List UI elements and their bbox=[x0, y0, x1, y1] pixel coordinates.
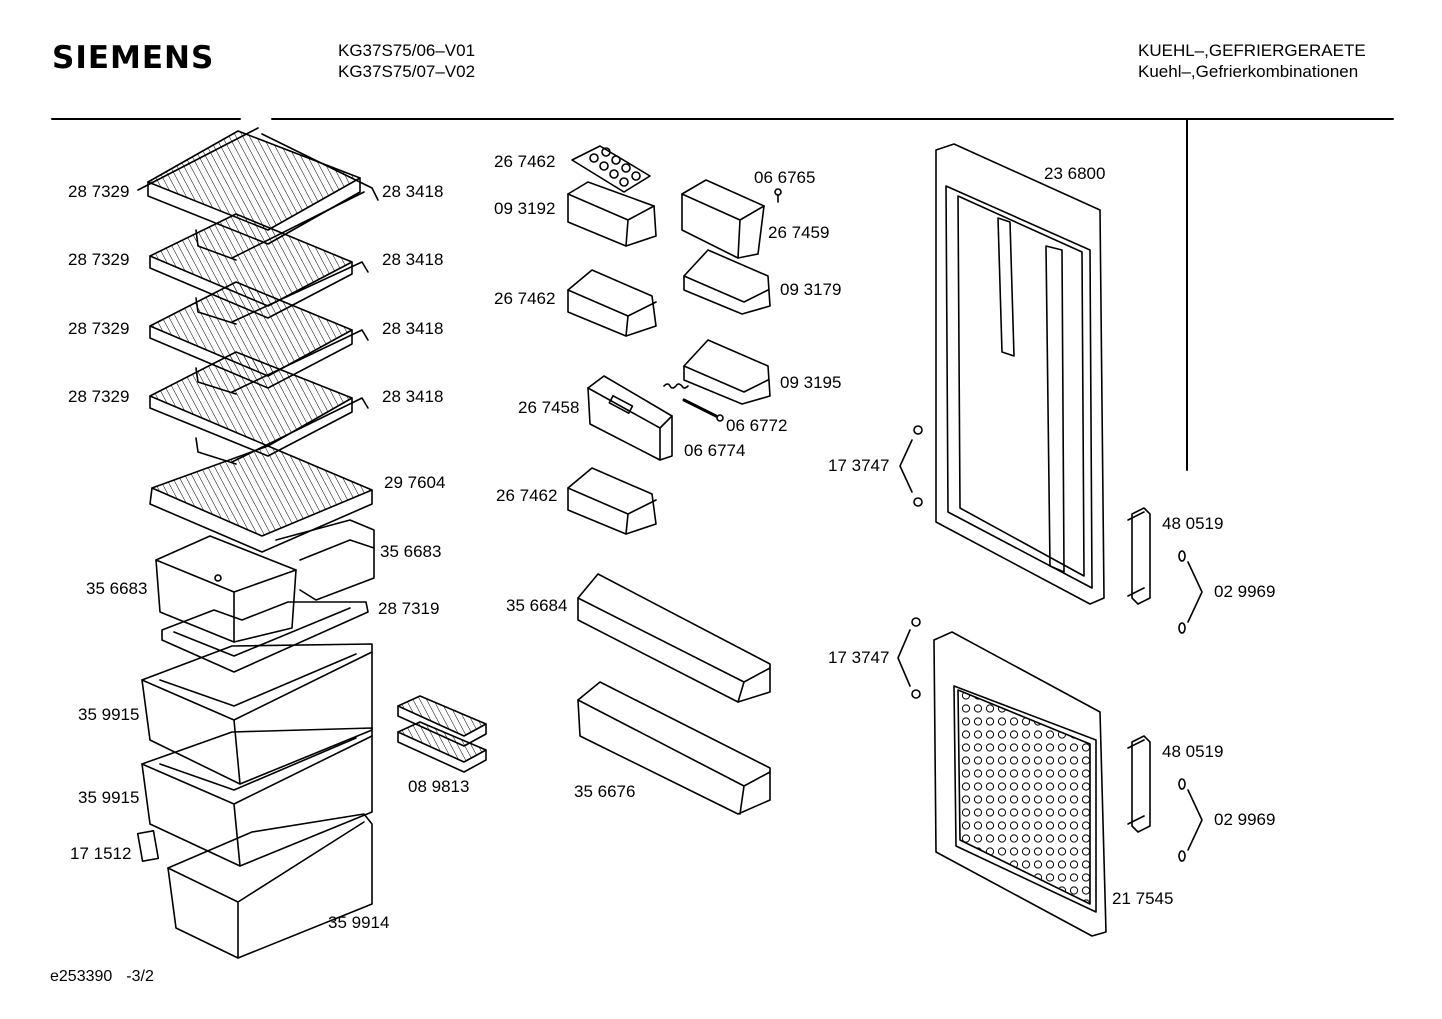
hinge-lower bbox=[1127, 735, 1151, 833]
label-drawer-cover: 28 7319 bbox=[378, 599, 440, 618]
brand-logo: SIEMENS bbox=[52, 40, 215, 76]
caps-lower bbox=[1178, 778, 1203, 862]
door-tray-1 bbox=[567, 269, 657, 337]
shelf-4 bbox=[149, 351, 369, 465]
label-spring: 06 6774 bbox=[684, 441, 746, 460]
label-small-drawer-left: 35 6683 bbox=[86, 579, 148, 598]
crisper-1 bbox=[141, 643, 373, 785]
bottom-shelf bbox=[149, 445, 373, 553]
bottle-rack-upper bbox=[577, 573, 771, 703]
category-line-1: KUEHL–,GEFRIERGERAETE bbox=[1138, 41, 1366, 60]
label-clip: 17 1512 bbox=[70, 844, 132, 863]
label-door-tray-1: 26 7462 bbox=[494, 289, 556, 308]
egg-tray bbox=[571, 145, 651, 193]
label-shelf-frame-3: 28 7329 bbox=[68, 319, 130, 338]
label-egg-tray: 26 7462 bbox=[494, 152, 556, 171]
label-door-tray-2: 26 7462 bbox=[496, 486, 558, 505]
label-small-drawer-right: 35 6683 bbox=[380, 542, 442, 561]
label-shelf-frame-1: 28 7329 bbox=[68, 182, 130, 201]
fridge-door-screws bbox=[899, 425, 923, 507]
drawing-id: e253390 bbox=[50, 968, 113, 985]
label-shelf-trim-1: 28 3418 bbox=[382, 182, 444, 201]
bottle-rack-lower bbox=[577, 681, 771, 815]
label-door-tray-4: 09 3195 bbox=[780, 373, 842, 392]
door-tray-4 bbox=[683, 339, 771, 405]
door-tray-3 bbox=[683, 249, 771, 315]
model-number-1: KG37S75/06–V01 bbox=[338, 41, 476, 60]
label-fridge-door: 23 6800 bbox=[1044, 164, 1106, 183]
label-shelf-trim-3: 28 3418 bbox=[382, 319, 444, 338]
small-drawer-right bbox=[275, 519, 375, 601]
dairy-box bbox=[681, 179, 765, 259]
screw-small bbox=[774, 188, 782, 203]
caps-upper bbox=[1178, 550, 1203, 634]
label-caps-lower: 02 9969 bbox=[1214, 810, 1276, 829]
model-number-2: KG37S75/07–V02 bbox=[338, 62, 476, 81]
door-tray-2 bbox=[567, 467, 657, 535]
label-shelf-trim-2: 28 3418 bbox=[382, 250, 444, 269]
freezer-drawer bbox=[167, 813, 373, 959]
crisper-2 bbox=[141, 727, 373, 867]
label-ice-tray: 08 9813 bbox=[408, 777, 470, 796]
label-hinge-upper: 48 0519 bbox=[1162, 514, 1224, 533]
category-line-2: Kuehl–,Gefrierkombinationen bbox=[1138, 62, 1359, 81]
label-screws-upper: 17 3747 bbox=[828, 456, 890, 475]
dairy-flap bbox=[587, 375, 673, 461]
label-pin: 06 6772 bbox=[726, 416, 788, 435]
label-freezer-door: 21 7545 bbox=[1112, 889, 1174, 908]
label-freezer-drawer: 35 9914 bbox=[328, 913, 390, 932]
freezer-door-screws bbox=[897, 617, 921, 699]
hinge-upper bbox=[1127, 507, 1151, 605]
label-bottle-rack-lower: 35 6676 bbox=[574, 782, 636, 801]
small-drawer-left bbox=[155, 535, 297, 643]
spring bbox=[663, 383, 689, 389]
drawer-cover bbox=[161, 601, 369, 673]
clip-part bbox=[136, 830, 160, 862]
appliance-category: KUEHL–,GEFRIERGERAETE Kuehl–,Gefrierkomb… bbox=[1138, 40, 1366, 82]
label-caps-upper: 02 9969 bbox=[1214, 582, 1276, 601]
footer: e253390 -3/2 bbox=[50, 968, 168, 986]
label-shelf-frame-4: 28 7329 bbox=[68, 387, 130, 406]
ice-trays bbox=[397, 695, 487, 773]
label-door-tray-3: 09 3179 bbox=[780, 280, 842, 299]
fridge-door bbox=[935, 143, 1105, 605]
label-crisper-1: 35 9915 bbox=[78, 705, 140, 724]
label-bottle-rack-upper: 35 6684 bbox=[506, 596, 568, 615]
pin bbox=[682, 398, 724, 422]
label-crisper-2: 35 9915 bbox=[78, 788, 140, 807]
label-shelf-frame-2: 28 7329 bbox=[68, 250, 130, 269]
label-bottom-shelf: 29 7604 bbox=[384, 473, 446, 492]
label-hinge-lower: 48 0519 bbox=[1162, 742, 1224, 761]
model-numbers: KG37S75/06–V01 KG37S75/07–V02 bbox=[338, 40, 475, 82]
page-number: -3/2 bbox=[126, 968, 154, 985]
label-screw-small: 06 6765 bbox=[754, 168, 816, 187]
label-shelf-trim-4: 28 3418 bbox=[382, 387, 444, 406]
label-screws-lower: 17 3747 bbox=[828, 648, 890, 667]
egg-box bbox=[567, 181, 657, 247]
label-egg-box: 09 3192 bbox=[494, 199, 556, 218]
label-dairy-box: 26 7459 bbox=[768, 223, 830, 242]
freezer-door bbox=[933, 631, 1107, 937]
shelf-1 bbox=[137, 127, 379, 261]
label-dairy-flap: 26 7458 bbox=[518, 398, 580, 417]
